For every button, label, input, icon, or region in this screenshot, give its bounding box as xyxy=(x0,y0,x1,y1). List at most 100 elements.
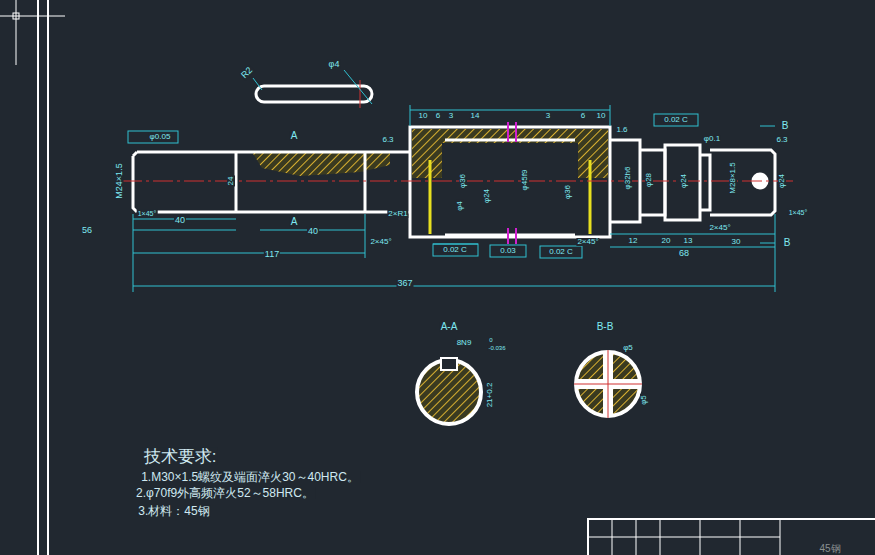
dimension-label: 45钢 xyxy=(818,544,841,554)
drawing-rect xyxy=(588,519,875,555)
drawing-line xyxy=(507,228,509,244)
drawing-line xyxy=(775,214,776,292)
drawing-line xyxy=(760,243,775,244)
drawing-rect xyxy=(441,358,457,370)
dimension-label: 20 xyxy=(661,237,672,245)
dimension-label: 12 xyxy=(628,237,639,245)
dimension-label: A xyxy=(290,131,299,141)
drawing-line xyxy=(660,519,661,555)
drawing-line xyxy=(780,519,781,555)
dimension-label: 2×45° xyxy=(708,224,731,232)
dimension-label: φ45f9 xyxy=(521,169,529,192)
drawing-g xyxy=(508,122,516,244)
dimension-label: 1×45° xyxy=(137,210,158,217)
dimension-label: 10 xyxy=(596,112,607,120)
dimension-label: B xyxy=(783,238,792,248)
dimension-label: φ32h6 xyxy=(624,166,632,191)
drawing-g xyxy=(128,105,775,292)
dimension-label: 2×45° xyxy=(369,238,392,246)
dimension-label: 40 xyxy=(174,216,186,225)
dimension-label: φ24 xyxy=(680,173,688,189)
dimension-label: M24×1.5 xyxy=(115,162,124,199)
drawing-line xyxy=(507,122,509,142)
dimension-label: 117 xyxy=(264,250,280,259)
drawing-line xyxy=(740,519,741,555)
dimension-label: 6.3 xyxy=(775,136,788,144)
dimension-label: 68 xyxy=(678,249,690,258)
dimension-label: 0.02 C xyxy=(548,248,574,256)
drawing-line xyxy=(612,519,613,555)
dimension-label: 1.6 xyxy=(615,126,628,134)
drawing-rect xyxy=(412,143,442,178)
dimension-label: 40 xyxy=(307,227,319,236)
drawing-line xyxy=(133,214,134,292)
drawing-line xyxy=(344,70,372,104)
dimension-label: B-B xyxy=(596,322,615,332)
drawing-line xyxy=(360,80,361,108)
drawing-rect xyxy=(540,246,582,258)
drawing-rect xyxy=(128,131,178,143)
note-text: 2.φ70f9外高频淬火52～58HRC。 xyxy=(135,487,315,499)
drawing-line xyxy=(364,152,367,212)
drawing-line xyxy=(365,214,366,258)
drawing-line xyxy=(588,537,780,538)
dimension-label: φ24 xyxy=(778,173,786,189)
drawing-line xyxy=(610,247,775,248)
drawing-rect xyxy=(256,86,372,102)
dimension-label: 367 xyxy=(396,279,413,288)
drawing-path xyxy=(710,150,775,215)
dimension-label: φ4 xyxy=(456,200,464,212)
dimension-label: 0.02 C xyxy=(442,246,468,254)
drawing-line xyxy=(16,0,17,65)
drawing-line xyxy=(410,110,610,111)
drawing-line xyxy=(133,253,365,254)
drawing-line xyxy=(589,160,592,234)
drawing-rect xyxy=(578,143,608,178)
dimension-label: R2 xyxy=(239,65,255,81)
drawing-path xyxy=(252,152,390,176)
drawing-g xyxy=(133,127,775,237)
drawing-line xyxy=(133,230,236,231)
drawing-line xyxy=(515,122,517,142)
dimension-label: 0 xyxy=(488,337,493,343)
drawing-rect xyxy=(13,13,19,19)
drawing-line xyxy=(133,286,775,287)
drawing-line xyxy=(0,16,65,17)
dimension-label: φ0.1 xyxy=(703,135,721,143)
dimension-label: φ24 xyxy=(483,188,491,204)
drawing-line xyxy=(429,160,432,234)
dimension-label: 0.03 xyxy=(499,247,517,255)
drawing-line xyxy=(760,126,775,127)
dimension-label: 30 xyxy=(731,238,742,246)
dimension-label: φ0.05 xyxy=(149,133,172,141)
drawing-path xyxy=(133,152,410,212)
dimension-label: 8N9 xyxy=(456,339,473,347)
drawing-path xyxy=(665,145,700,220)
note-text: 1.M30×1.5螺纹及端面淬火30～40HRC。 xyxy=(140,471,360,483)
dimension-label: A xyxy=(290,217,299,227)
drawing-line xyxy=(37,0,39,555)
drawing-line xyxy=(515,228,517,244)
drawing-path xyxy=(640,150,665,215)
dimension-label: 14 xyxy=(470,112,481,120)
drawing-line xyxy=(574,384,642,385)
dimension-label: φ36 xyxy=(564,184,572,200)
dimension-label: 56 xyxy=(81,226,93,235)
dimension-label: φ5 xyxy=(622,344,634,352)
dimension-label: 2×R1 xyxy=(387,210,408,218)
dimension-label: B xyxy=(781,121,790,131)
dimension-label: 6 xyxy=(580,112,586,120)
drawing-path xyxy=(410,127,610,237)
drawing-rect xyxy=(433,244,478,256)
note-text: 3.材料：45钢 xyxy=(137,505,210,517)
dimension-label: φ28 xyxy=(645,172,653,188)
dimension-label: M28×1.5 xyxy=(729,161,737,194)
dimension-label: 3 xyxy=(448,112,454,120)
dimension-label: 1×45° xyxy=(788,209,809,216)
drawing-path xyxy=(445,140,575,235)
dimension-label: 2×45° xyxy=(576,238,599,246)
drawing-g xyxy=(430,160,590,234)
dimension-label: 3 xyxy=(545,112,551,120)
